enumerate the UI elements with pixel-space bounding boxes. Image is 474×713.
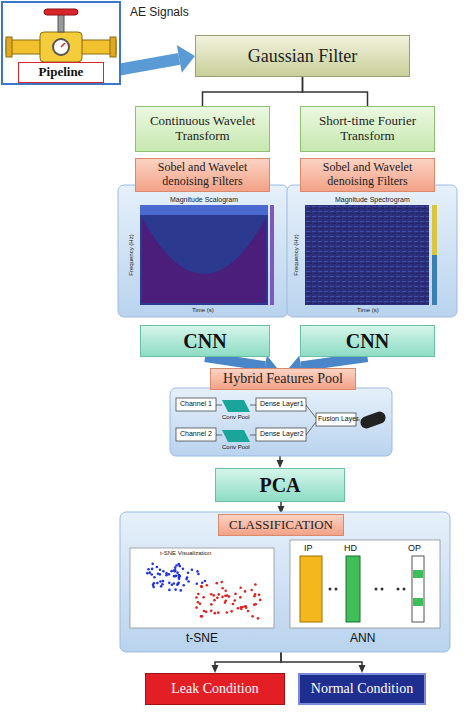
scalogram-image [140,205,274,305]
tsne-plot [130,548,274,628]
leak-output: Leak Condition [145,673,285,705]
label-text: Conv Pool [222,444,250,451]
label-text: Dense Layer2 [260,430,304,438]
connector [203,77,303,106]
tsne-points [146,563,261,620]
edge-label: AE Signals [128,6,191,19]
pipeline-label: Pipeline [18,62,104,83]
node-text: Normal Condition [311,681,413,697]
filter-box: Sobel and Wavelet denoising Filters [300,158,435,192]
classification-box: CLASSIFICATION [218,514,344,536]
node-text: Gaussian Filter [248,46,358,67]
cnn-box: CNN [300,325,435,357]
filter-box: Sobel and Wavelet denoising Filters [135,158,270,192]
features-box: Hybrid Features Pool [210,368,356,390]
label-text: t-SNE Visualization [160,550,211,557]
label-text: Frequency (Hz) [293,234,300,275]
stft-panel [287,185,457,317]
label-text: Fusion Layer [318,415,358,423]
label-text: IP [304,544,313,554]
transform-box: Continuous Wavelet Transform [135,106,270,152]
label-text: Magnitude Scalogram [170,196,238,204]
node-text: Sobel and Wavelet denoising Filters [141,161,264,189]
features-panel [170,388,392,456]
node-text: Pipeline [39,65,84,80]
node-text: Continuous Wavelet Transform [141,114,264,144]
node-text: CNN [346,330,389,353]
filter-box: Gaussian Filter [195,35,410,77]
label-text: Dense Layer1 [260,400,304,408]
pipeline-illustration [2,2,120,84]
label-text: HD [344,544,357,554]
node-text: Short-time Fourier Transform [306,114,429,144]
node-text: Leak Condition [171,681,259,697]
cnn-box: CNN [140,325,270,357]
label-text: Magnitude Spectrogram [335,196,410,204]
label-text: Channel 1 [180,400,212,408]
node-text: Sobel and Wavelet denoising Filters [306,161,429,189]
normal-output: Normal Condition [298,673,426,705]
ann-diagram [290,540,440,628]
fusion-network [176,398,387,442]
connector [303,77,368,106]
label-text: Conv Pool [222,414,250,421]
spectrogram-image [305,205,437,305]
transform-box: Short-time Fourier Transform [300,106,435,152]
cwt-panel [118,185,288,317]
node-text: PCA [259,474,300,497]
node-text: CLASSIFICATION [229,518,333,533]
label-text: ANN [350,632,375,645]
label-text: t-SNE [186,632,218,645]
label-text: Time (s) [357,307,379,314]
label-text: Frequency (Hz) [128,234,135,275]
label-text: Channel 2 [180,430,212,438]
node-text: CNN [183,330,226,353]
pca-box: PCA [215,468,345,502]
node-text: Hybrid Features Pool [223,371,343,387]
label-text: OP [408,544,421,554]
label-text: Time (s) [192,307,214,314]
classification-panel [120,512,450,652]
